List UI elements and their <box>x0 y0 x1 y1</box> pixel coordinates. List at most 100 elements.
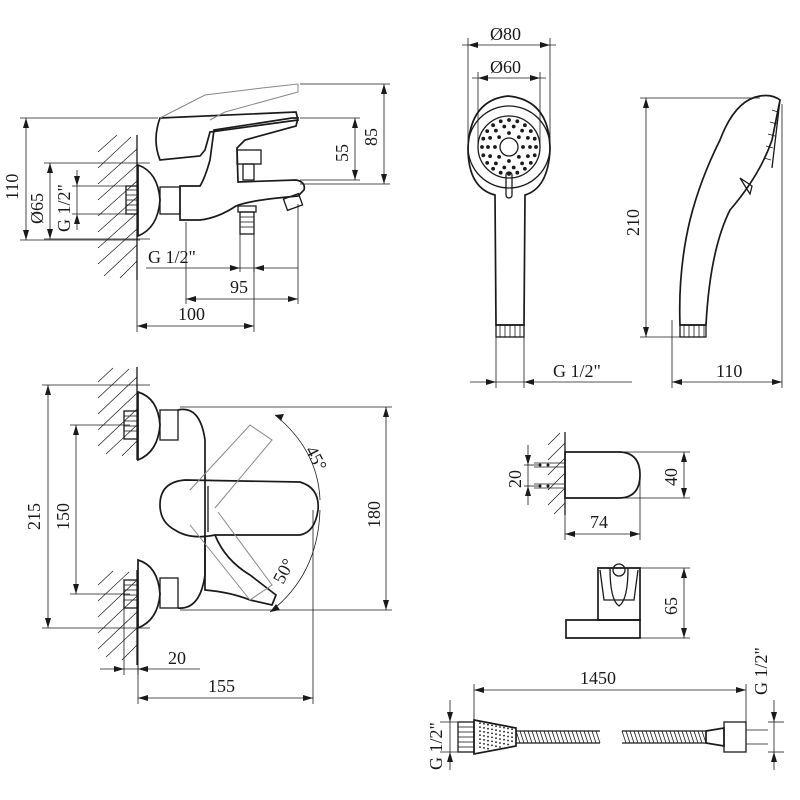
cone-texture-dot <box>479 726 481 728</box>
spout-aerator-side <box>282 192 304 212</box>
dim-label-210-shower: 210 <box>623 209 643 236</box>
cone-texture-dot <box>491 724 493 727</box>
cone-texture-dot <box>495 737 497 740</box>
dim-label-60-shower: Ø60 <box>490 57 521 77</box>
cone-texture-dot <box>483 723 485 725</box>
mixer-body-front <box>177 408 206 609</box>
nozzle-dot <box>507 118 511 122</box>
cone-texture-dot <box>499 742 501 744</box>
angle-arc-50 <box>269 509 321 613</box>
holder-body-side <box>564 451 641 499</box>
cone-texture-dot <box>479 734 481 736</box>
wall-holder: 20 40 74 <box>505 432 690 639</box>
nozzle-dot <box>481 153 486 158</box>
shower-hose-thread <box>495 324 525 338</box>
cone-texture-dot <box>495 745 497 748</box>
shower-hose: 1450 G 1/2" G 1/2" <box>426 647 784 770</box>
holder-screws <box>534 462 565 489</box>
body-side <box>179 117 306 221</box>
nozzle-dot <box>481 136 486 141</box>
cone-texture-dot <box>499 730 501 732</box>
shower-head-front <box>467 95 551 326</box>
hose-end-right <box>705 721 768 753</box>
dim-55-side: 55 <box>300 117 360 181</box>
dim-150-front: 150 <box>53 424 130 595</box>
dim-80-shower: Ø80 <box>462 24 556 150</box>
dim-155-front: 155 <box>137 510 314 704</box>
nozzle-dot <box>498 170 503 175</box>
shower-side-thread <box>679 324 707 338</box>
dim-label-150-front: 150 <box>53 503 73 530</box>
dim-1450-hose: 1450 <box>473 668 747 722</box>
dim-label-65-side: Ø65 <box>27 193 47 224</box>
hose-end-left <box>457 718 517 756</box>
cone-texture-dot <box>507 739 509 742</box>
dim-74-holder: 74 <box>564 478 641 540</box>
nozzle-dot <box>497 155 501 159</box>
nozzle-dot <box>528 145 532 149</box>
dim-65-holder: 65 <box>640 567 690 639</box>
nozzle-dot <box>523 123 527 128</box>
dim-label-180-front: 180 <box>364 501 384 528</box>
dim-label-40-holder: 40 <box>661 468 681 486</box>
nozzle-dot <box>494 161 498 166</box>
cone-texture-dot <box>491 736 493 739</box>
outlet-thread-side <box>237 205 257 235</box>
nozzle-dot <box>485 161 490 165</box>
cone-texture-dot <box>479 730 481 732</box>
diverter-knob-side <box>236 149 262 181</box>
hand-shower-side: 210 110 <box>623 94 783 388</box>
cone-texture-dot <box>487 739 489 742</box>
dim-label-20-front: 20 <box>168 648 186 668</box>
cone-texture-dot <box>491 732 493 735</box>
lever-handle-side <box>155 111 300 161</box>
dim-g-bottom-side: G 1/2" <box>146 234 298 272</box>
nozzle-dot <box>526 154 530 159</box>
nozzle-dot <box>517 135 521 140</box>
dim-g-shower: G 1/2" <box>470 337 632 388</box>
dim-label-20-holder: 20 <box>505 470 525 488</box>
nozzle-dot <box>498 119 503 124</box>
cone-texture-dot <box>499 726 501 728</box>
nozzle-dot <box>502 124 507 129</box>
dim-180-front: 180 <box>180 406 392 611</box>
handle-rotated-ghost-upper <box>189 424 273 509</box>
cone-texture-dot <box>507 731 509 734</box>
dim-g-left-hose: G 1/2" <box>426 700 458 770</box>
nozzle-dot <box>511 124 516 129</box>
wall-hatch-lower <box>97 570 138 665</box>
cone-texture-dot <box>479 738 481 740</box>
dim-label-100-side: 100 <box>178 304 205 324</box>
cone-texture-dot <box>511 740 513 743</box>
cone-texture-dot <box>499 734 501 736</box>
dim-label-g-left-hose: G 1/2" <box>426 722 446 770</box>
wall-hatch-holder <box>547 432 566 515</box>
cone-texture-dot <box>511 736 513 739</box>
nozzle-dot <box>515 170 520 175</box>
cone-texture-dot <box>483 747 485 749</box>
cone-texture-dot <box>487 747 489 750</box>
shower-spray-tabs <box>763 109 779 161</box>
nozzle-dot <box>491 123 495 128</box>
dim-20-holder: 20 <box>505 445 540 505</box>
cone-texture-dot <box>503 726 505 729</box>
nozzle-dot <box>521 145 525 149</box>
cone-texture-dot <box>483 743 485 745</box>
front-view: 45° 50° 215 150 180 <box>24 367 392 704</box>
dim-95-side: 95 <box>185 204 299 304</box>
cone-texture-dot <box>487 731 489 734</box>
cone-texture-dot <box>487 727 489 730</box>
dim-g-left-side: G 1/2" <box>54 170 128 232</box>
nozzle-dot <box>528 129 533 134</box>
cone-texture-dot <box>487 723 489 726</box>
nozzle-dot <box>507 159 511 163</box>
cone-texture-dot <box>487 735 489 738</box>
lever-handle-raised-ghost <box>159 83 299 119</box>
wall-hatch-side <box>97 134 138 280</box>
cone-texture-dot <box>495 741 497 744</box>
cone-texture-dot <box>503 734 505 737</box>
cone-texture-dot <box>487 743 489 746</box>
cone-texture-dot <box>495 725 497 728</box>
wall-hatch-upper <box>97 367 138 460</box>
cone-texture-dot <box>495 733 497 736</box>
